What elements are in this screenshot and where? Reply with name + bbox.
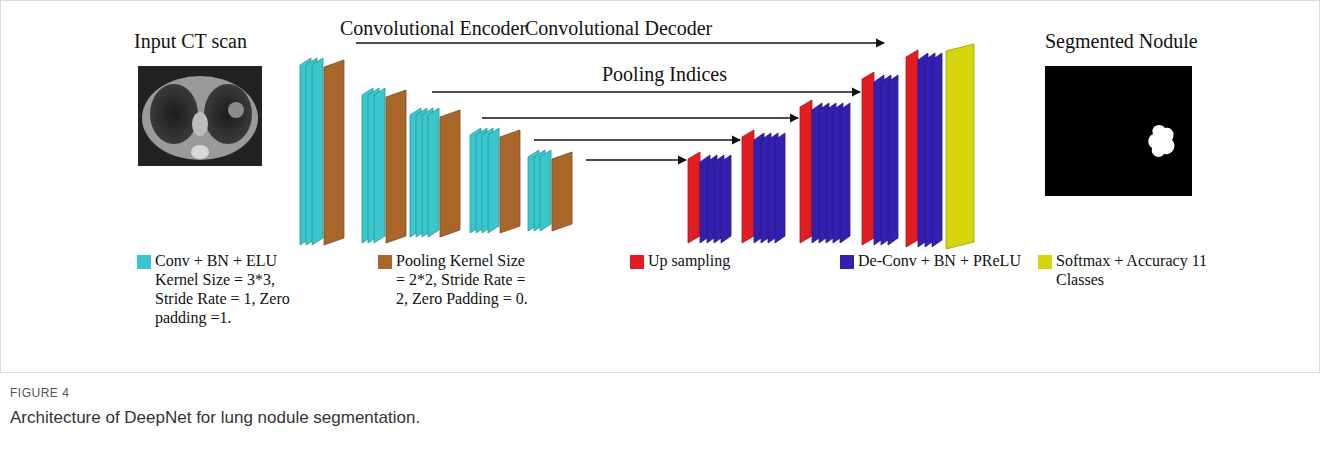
layer-slab	[742, 130, 754, 243]
panel-heading: Segmented Nodule	[1045, 30, 1200, 53]
network-layers	[300, 44, 974, 249]
layer-slab	[540, 150, 551, 231]
legend-swatch	[1038, 255, 1052, 269]
legend-text: Conv + BN + ELU Kernel Size = 3*3, Strid…	[155, 252, 295, 328]
layer-slab	[721, 155, 731, 243]
layer-slab	[386, 90, 406, 243]
figure-number: FIGURE 4	[10, 386, 69, 400]
legend-text: Pooling Kernel Size = 2*2, Stride Rate =…	[396, 252, 536, 309]
ct-scan-image	[138, 66, 262, 166]
legend-swatch	[840, 255, 854, 269]
arrow-label: Pooling Indices	[600, 63, 729, 86]
layer-slab	[688, 152, 700, 243]
layer-slab	[840, 103, 850, 243]
layer-slab	[488, 128, 499, 233]
layer-slab	[324, 60, 344, 245]
layer-slab	[312, 58, 323, 245]
figure-frame	[1, 1, 1320, 373]
layer-slab	[862, 72, 874, 245]
layer-slab	[906, 50, 918, 247]
legend-swatch	[630, 255, 644, 269]
legend-text: Up sampling	[648, 252, 818, 271]
layer-slab	[888, 75, 898, 245]
image-panel: Segmented Nodule	[1045, 30, 1200, 55]
legend-text: De-Conv + BN + PReLU	[858, 252, 1058, 271]
legend-text: Softmax + Accuracy 11 Classes	[1056, 252, 1216, 290]
layer-slab	[428, 108, 439, 237]
section-label: Convolutional Decoder	[525, 17, 712, 40]
layer-slab	[500, 130, 520, 233]
legend-swatch	[137, 255, 151, 269]
figure-caption: Architecture of DeepNet for lung nodule …	[10, 408, 420, 428]
layer-slab	[552, 152, 572, 231]
layer-slab	[775, 133, 785, 243]
layer-slab	[946, 44, 974, 249]
layer-slab	[800, 100, 812, 243]
layer-slab	[440, 110, 460, 237]
layer-slab	[374, 88, 385, 243]
skip-arrows	[356, 43, 884, 160]
section-label: Convolutional Encoder	[340, 17, 526, 40]
legend-swatch	[378, 255, 392, 269]
layer-slab	[932, 53, 942, 247]
panel-heading: Input CT scan	[134, 30, 249, 53]
image-panel: Input CT scan	[134, 30, 249, 55]
segmented-nodule-image	[1045, 66, 1192, 196]
